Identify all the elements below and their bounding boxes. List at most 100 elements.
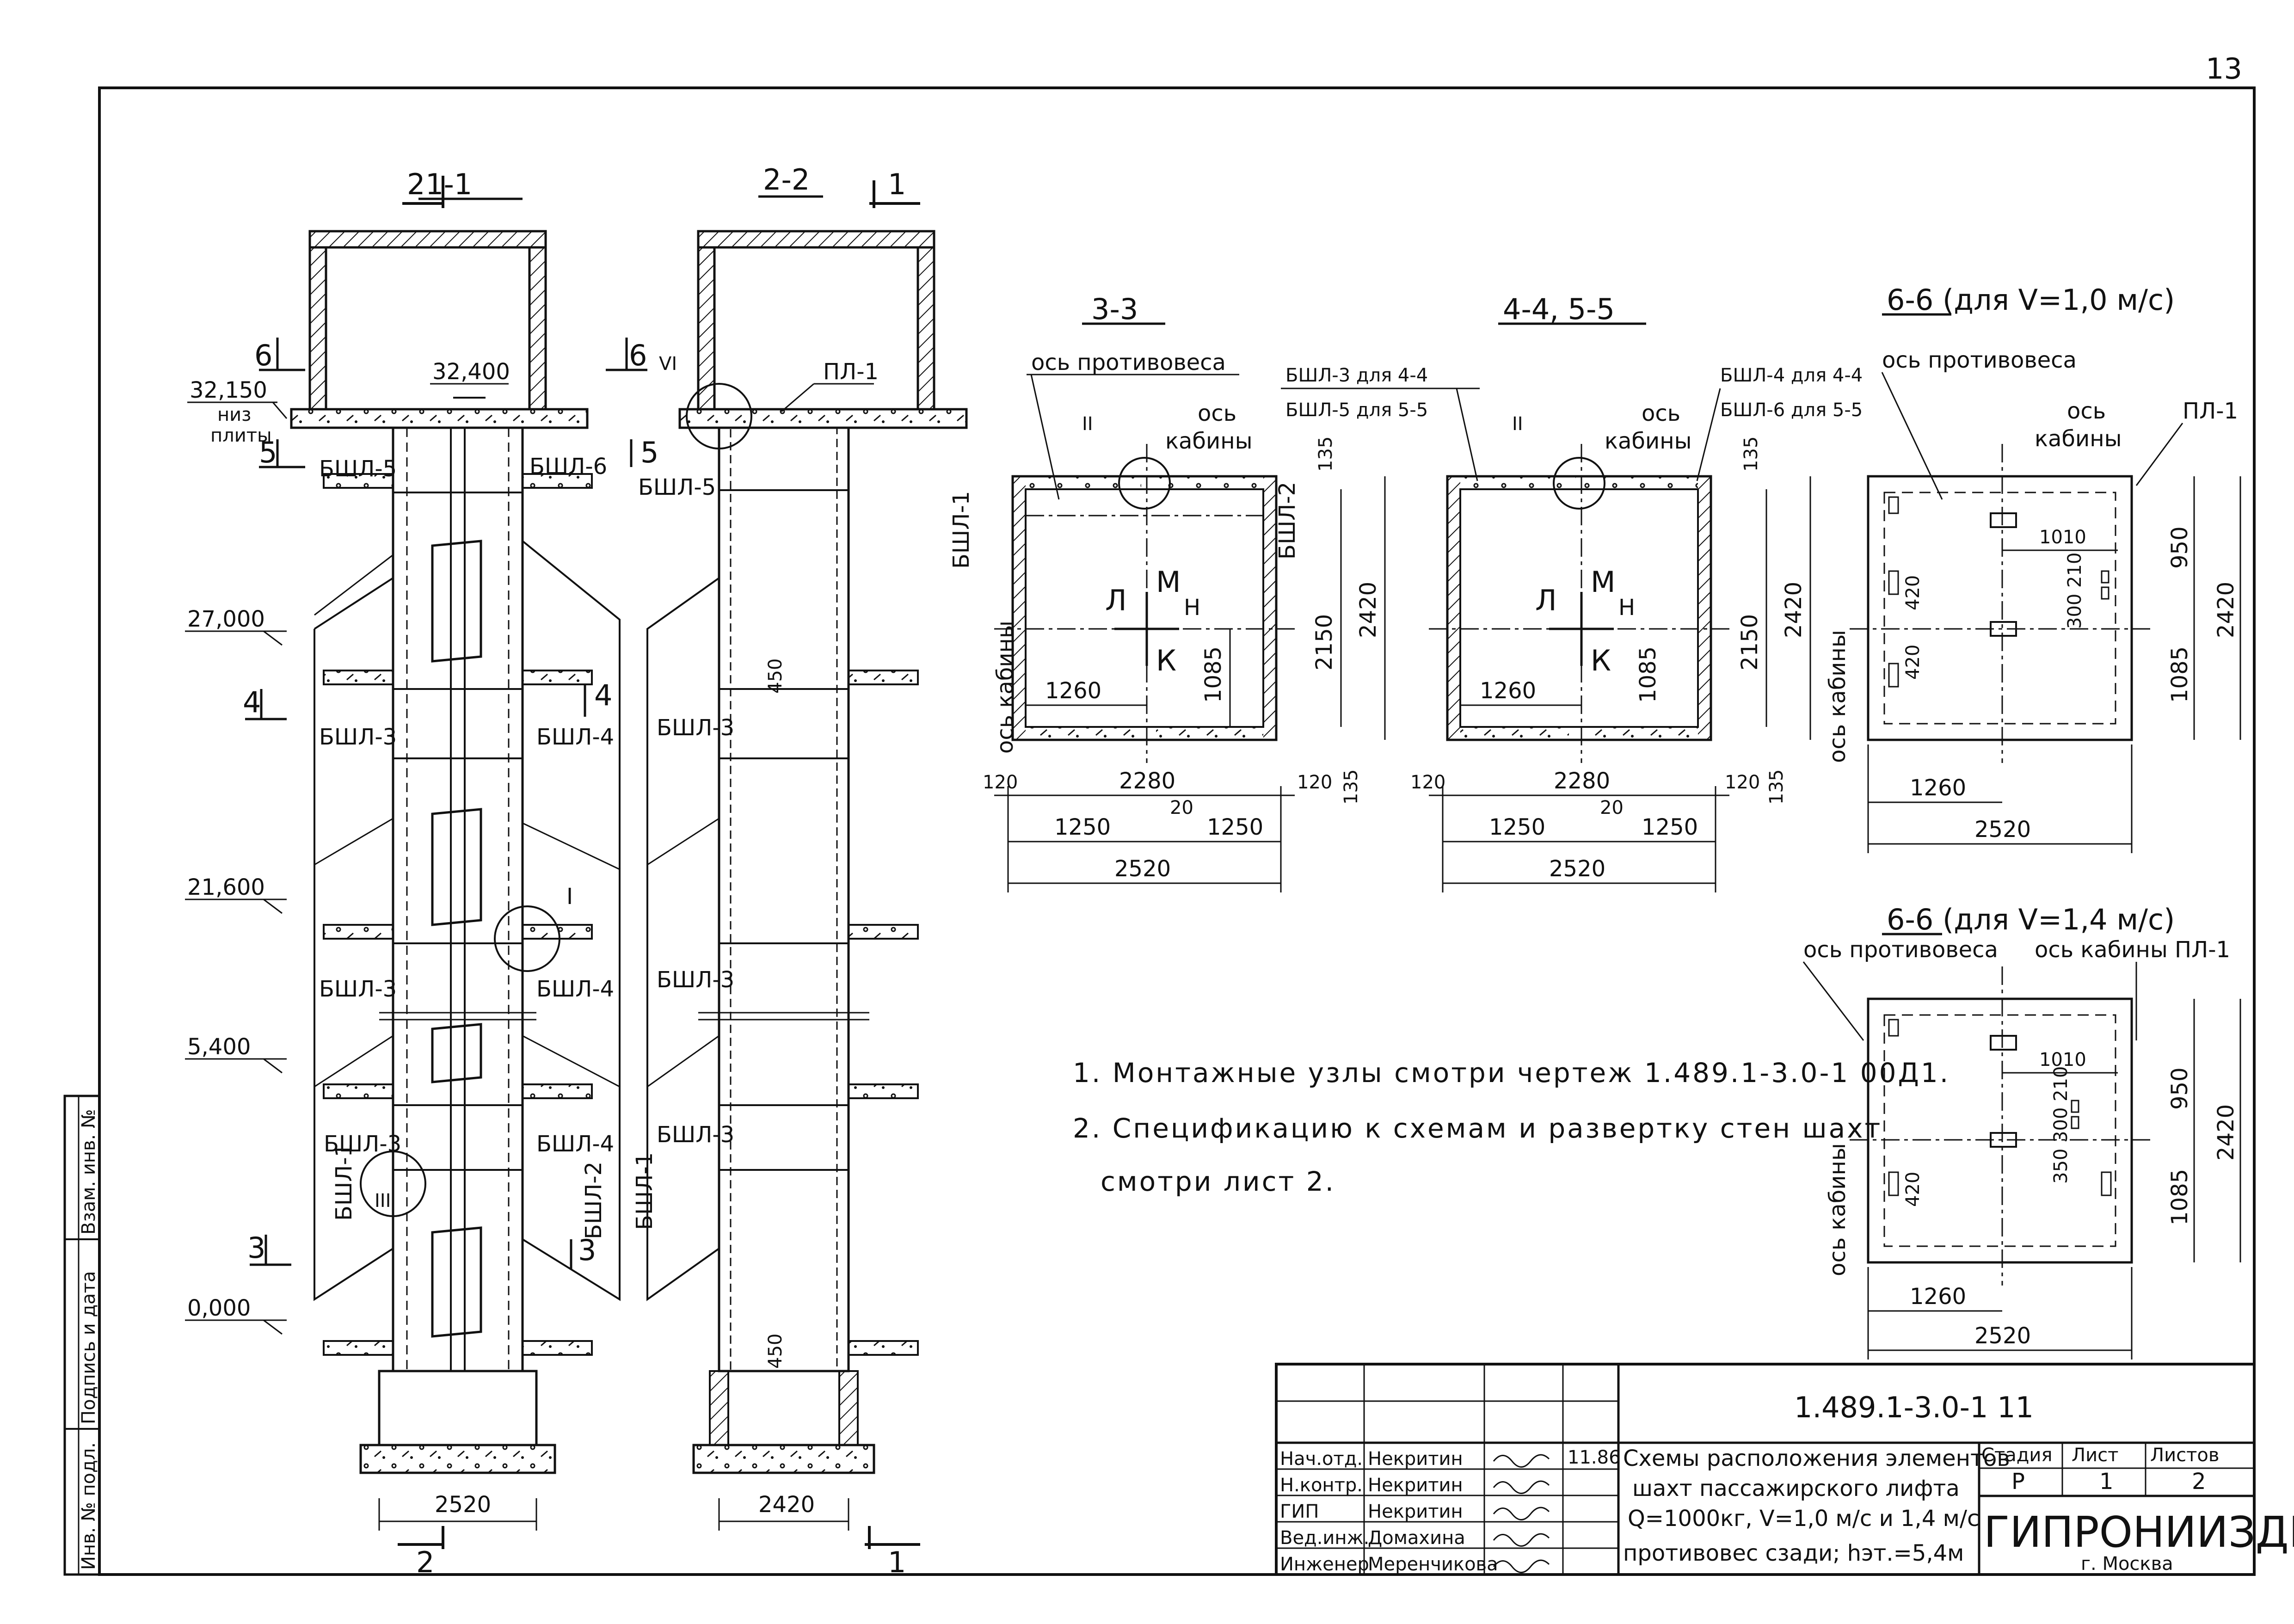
node-II-45: II xyxy=(1512,413,1523,435)
node-I: I xyxy=(566,884,573,910)
label-axis-cw-66b: ось противовеса xyxy=(1803,937,1998,963)
level-27000: 27,000 xyxy=(187,606,265,632)
dim-2520-11: 2520 xyxy=(435,1492,491,1518)
label-axis-cw-33: ось противовеса xyxy=(1031,350,1226,375)
dim-135-45b: 135 xyxy=(1766,769,1787,805)
signature-mark xyxy=(1493,1559,1550,1573)
level-32400: 32,400 xyxy=(432,359,510,385)
value-sheet: 1 xyxy=(2099,1469,2114,1495)
signature-mark xyxy=(1493,1533,1550,1547)
level-21600: 21,600 xyxy=(187,874,265,900)
role-name: Меренчикова xyxy=(1368,1554,1498,1575)
label-axis-cabin2-33: кабины xyxy=(1165,428,1252,454)
section-4-4-title: 4-4, 5-5 xyxy=(1503,292,1615,326)
section-3-3-title: 3-3 xyxy=(1091,292,1138,326)
cut-mark-5-right: 5 xyxy=(640,436,658,469)
section-4-4-5-5: 4-4, 5-5 БШЛ-3 для 4-4 БШЛ-5 для 5-5 II … xyxy=(1281,292,1863,892)
label-bshl3-22c: БШЛ-3 xyxy=(657,1122,734,1148)
section-6-6-v14: 6-6 (для V=1,4 м/с) ось противовеса ось … xyxy=(1802,903,2241,1359)
note-1: 1. Монтажные узлы смотри чертеж 1.489.1-… xyxy=(1073,1057,1950,1089)
stamp-inv-podl: Инв. № подл. xyxy=(78,1442,99,1570)
dim-2280-33: 2280 xyxy=(1119,768,1175,794)
label-bshl1-11: БШЛ-1 xyxy=(331,1143,357,1221)
label-K-33: К xyxy=(1156,644,1176,677)
cut-mark-2-bottom: 2 xyxy=(416,1545,434,1579)
dim-1085-66b: 1085 xyxy=(2167,1169,2193,1225)
label-axis-cabin1-45: ось xyxy=(1642,400,1680,426)
cut-mark-1-top: 1 xyxy=(888,167,906,201)
label-L-33: Л xyxy=(1105,584,1127,617)
section-6-6-v10: 6-6 (для V=1,0 м/с) ось противовеса ось … xyxy=(1825,283,2241,853)
label-M-45: М xyxy=(1591,565,1616,599)
dim-420-66b: 420 xyxy=(1902,1172,1924,1207)
label-axis-cabin1-33: ось xyxy=(1198,400,1236,426)
dim-120-45b: 120 xyxy=(1725,772,1760,793)
label-axis-cw-66a: ось противовеса xyxy=(1882,347,2077,373)
label-bshl6-45: БШЛ-6 для 5-5 xyxy=(1720,400,1863,421)
label-axis-cabin1-66a: ось xyxy=(2067,398,2106,424)
dim-2420-45: 2420 xyxy=(1781,582,1807,638)
dim-1085-33: 1085 xyxy=(1200,646,1226,703)
dim-1250-45b: 1250 xyxy=(1642,814,1698,840)
dim-300-210-66a: 300 210 xyxy=(2064,553,2085,629)
label-bshl5-11: БШЛ-5 xyxy=(319,456,397,482)
dim-2420-33: 2420 xyxy=(1355,582,1381,638)
dim-120-33a: 120 xyxy=(983,772,1018,793)
dim-1260-66a: 1260 xyxy=(1910,775,1966,801)
label-bshl4-11c: БШЛ-4 xyxy=(536,1131,614,1157)
label-bshl1-33: БШЛ-1 xyxy=(948,491,974,569)
label-bshl2-11: БШЛ-2 xyxy=(581,1162,607,1239)
role-label: Вед.инж. xyxy=(1280,1527,1369,1549)
title-line-1: Схемы расположения элементов xyxy=(1623,1446,2010,1471)
sign-date: 11.86 xyxy=(1568,1447,1621,1468)
dim-1010-66b: 1010 xyxy=(2039,1049,2086,1070)
section-6-6a-title: 6-6 (для V=1,0 м/с) xyxy=(1887,283,2175,317)
dim-420-66a-2: 420 xyxy=(1902,645,1924,680)
cut-mark-1-bottom: 1 xyxy=(888,1545,906,1579)
dim-1250-45a: 1250 xyxy=(1489,814,1545,840)
dim-120-33b: 120 xyxy=(1297,772,1332,793)
page-number: 13 xyxy=(2206,52,2242,86)
label-axis-cabin-v-33: ось кабины xyxy=(992,621,1018,754)
label-bshl4-11a: БШЛ-4 xyxy=(536,724,614,750)
dim-1250-33b: 1250 xyxy=(1207,814,1263,840)
role-label: Н.контр. xyxy=(1280,1475,1363,1496)
dim-120-45a: 120 xyxy=(1410,772,1445,793)
value-sheets: 2 xyxy=(2192,1469,2206,1495)
title-line-3: Q=1000кг, V=1,0 м/с и 1,4 м/с xyxy=(1628,1506,1979,1532)
level-0000: 0,000 xyxy=(187,1295,251,1321)
label-pl1-22: ПЛ-1 xyxy=(823,359,879,385)
cut-mark-6-right: 6 xyxy=(629,338,647,372)
label-bshl3-22a: БШЛ-3 xyxy=(657,715,734,741)
level-32150-note1: низ xyxy=(217,404,251,425)
cut-mark-5-left: 5 xyxy=(259,436,277,469)
dim-2520-45: 2520 xyxy=(1549,856,1605,882)
signature-mark xyxy=(1493,1507,1550,1520)
title-line-4: противовес сзади; hэт.=5,4м xyxy=(1623,1540,1964,1566)
dim-2520-66b: 2520 xyxy=(1974,1323,2031,1349)
header-sheet: Лист xyxy=(2072,1445,2118,1466)
header-stage: Стадия xyxy=(1981,1445,2052,1466)
section-2-2: 2-2 1 VI ПЛ-1 6 5 xyxy=(606,163,968,1579)
dim-1260-33: 1260 xyxy=(1045,678,1101,704)
node-II-33: II xyxy=(1082,413,1093,435)
header-sheets: Листов xyxy=(2150,1445,2219,1466)
label-bshl1-22: БШЛ-1 xyxy=(632,1152,658,1230)
section-2-2-title: 2-2 xyxy=(763,163,810,197)
signature-mark xyxy=(1493,1454,1550,1468)
node-VI: VI xyxy=(659,353,677,375)
stamp-vzam: Взам. инв. № xyxy=(78,1109,99,1235)
label-M-33: М xyxy=(1156,565,1181,599)
label-H-45: Н xyxy=(1618,595,1635,621)
note-2a: 2. Спецификацию к схемам и развертку сте… xyxy=(1073,1113,1882,1144)
sheet-frame xyxy=(98,86,2256,1576)
cut-mark-3-left: 3 xyxy=(247,1231,265,1265)
role-name: Некритин xyxy=(1368,1501,1463,1522)
section-1-1: 1-1 2 32,400 32,150 низ плиты 6 5 xyxy=(185,167,621,1579)
dim-2520-66a: 2520 xyxy=(1974,817,2031,843)
dim-350-300-210-66b: 350 300 210 xyxy=(2050,1066,2072,1184)
label-bshl5-45: БШЛ-5 для 5-5 xyxy=(1285,400,1428,421)
label-axis-cabin2-66a: кабины xyxy=(2035,426,2122,452)
